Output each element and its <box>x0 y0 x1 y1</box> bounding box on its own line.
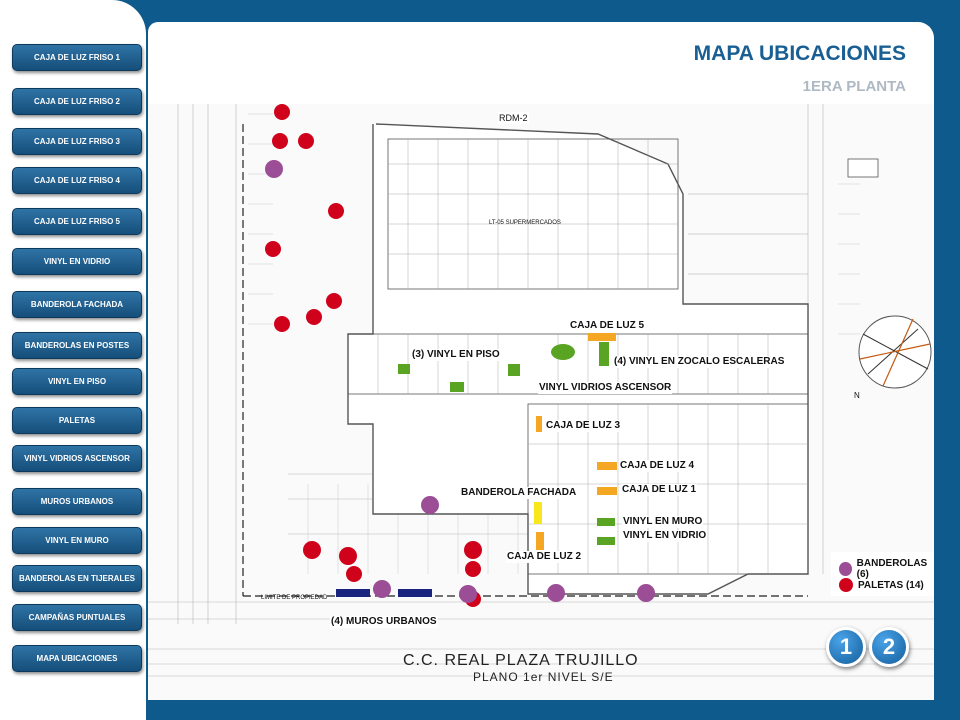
floor-plan <box>148 104 934 700</box>
nav-banderolas-en-tijerales[interactable]: BANDEROLAS EN TIJERALES <box>12 565 142 592</box>
vinyl-en-muro-label: VINYL EN MURO <box>622 516 704 528</box>
caja-de-luz-4-label: CAJA DE LUZ 4 <box>619 460 696 472</box>
rdm-label: RDM-2 <box>498 112 529 124</box>
nav-caja-friso-3[interactable]: CAJA DE LUZ FRISO 3 <box>12 128 142 155</box>
banderola-fachada-label: BANDEROLA FACHADA <box>460 487 578 499</box>
nav-mapa-ubicaciones[interactable]: MAPA UBICACIONES <box>12 645 142 672</box>
paletas-markers <box>265 104 482 607</box>
nav-paletas[interactable]: PALETAS <box>12 407 142 434</box>
legend-banderolas-label: BANDEROLAS (6) <box>856 558 928 580</box>
sidebar: CAJA DE LUZ FRISO 1 CAJA DE LUZ FRISO 2 … <box>0 0 146 720</box>
nav-caja-friso-1[interactable]: CAJA DE LUZ FRISO 1 <box>12 44 142 71</box>
north-compass <box>858 315 932 389</box>
caja-markers <box>536 333 617 550</box>
nav-caja-friso-5[interactable]: CAJA DE LUZ FRISO 5 <box>12 208 142 235</box>
nav-muros-urbanos[interactable]: MUROS URBANOS <box>12 488 142 515</box>
caja-de-luz-1-label: CAJA DE LUZ 1 <box>621 484 698 496</box>
nav-caja-friso-2[interactable]: CAJA DE LUZ FRISO 2 <box>12 88 142 115</box>
vinyl-markers <box>398 342 615 545</box>
pool-icon <box>847 158 879 178</box>
nav-campanas-puntuales[interactable]: CAMPAÑAS PUNTUALES <box>12 604 142 631</box>
banderolas-markers <box>265 160 655 603</box>
main-panel: MAPA UBICACIONES 1ERA PLANTA <box>148 22 934 700</box>
structural-grid <box>377 139 808 574</box>
caja-de-luz-5-label: CAJA DE LUZ 5 <box>569 320 646 332</box>
legend-paletas-label: PALETAS (14) <box>858 579 924 591</box>
nav-vinyl-en-muro[interactable]: VINYL EN MURO <box>12 527 142 554</box>
parking-lines <box>148 104 934 677</box>
supermercado-label: LT-05 SUPERMERCADOS <box>489 220 561 226</box>
vinyl-ascensor-label: VINYL VIDRIOS ASCENSOR <box>538 382 673 394</box>
page-title: MAPA UBICACIONES <box>693 42 906 65</box>
banderola-dot-icon <box>839 562 852 576</box>
caja-de-luz-2-label: CAJA DE LUZ 2 <box>506 551 583 563</box>
legend: BANDEROLAS (6) PALETAS (14) <box>831 552 934 596</box>
muros-urbanos-label: (4) MUROS URBANOS <box>330 616 438 628</box>
muros-markers <box>336 589 432 597</box>
page-subtitle: 1ERA PLANTA <box>802 78 906 95</box>
caja-de-luz-3-label: CAJA DE LUZ 3 <box>545 420 622 432</box>
north-label: N <box>854 391 860 400</box>
nav-banderola-fachada[interactable]: BANDEROLA FACHADA <box>12 291 142 318</box>
building-outline <box>347 123 809 595</box>
nav-vinyl-en-vidrio[interactable]: VINYL EN VIDRIO <box>12 248 142 275</box>
vinyl-en-piso-label: (3) VINYL EN PISO <box>411 349 501 361</box>
plan-subtitle: PLANO 1er NIVEL S/E <box>473 670 614 684</box>
banderola-fachada-marker <box>534 502 542 524</box>
paleta-dot-icon <box>839 578 853 592</box>
plan-title: C.C. REAL PLAZA TRUJILLO <box>403 652 639 669</box>
legend-banderolas: BANDEROLAS (6) <box>839 558 934 580</box>
page-1-button[interactable]: 1 <box>826 627 866 667</box>
legend-paletas: PALETAS (14) <box>839 578 924 592</box>
page-2-button[interactable]: 2 <box>869 627 909 667</box>
vinyl-zocalo-label: (4) VINYL EN ZOCALO ESCALERAS <box>613 356 786 368</box>
nav-caja-friso-4[interactable]: CAJA DE LUZ FRISO 4 <box>12 167 142 194</box>
nav-vinyl-vidrios-ascensor[interactable]: VINYL VIDRIOS ASCENSOR <box>12 445 142 472</box>
limite-label: LIMITE DE PROPIEDAD <box>261 595 328 601</box>
nav-vinyl-en-piso[interactable]: VINYL EN PISO <box>12 368 142 395</box>
vinyl-en-vidrio-label: VINYL EN VIDRIO <box>622 530 708 542</box>
nav-banderolas-en-postes[interactable]: BANDEROLAS EN POSTES <box>12 332 142 359</box>
